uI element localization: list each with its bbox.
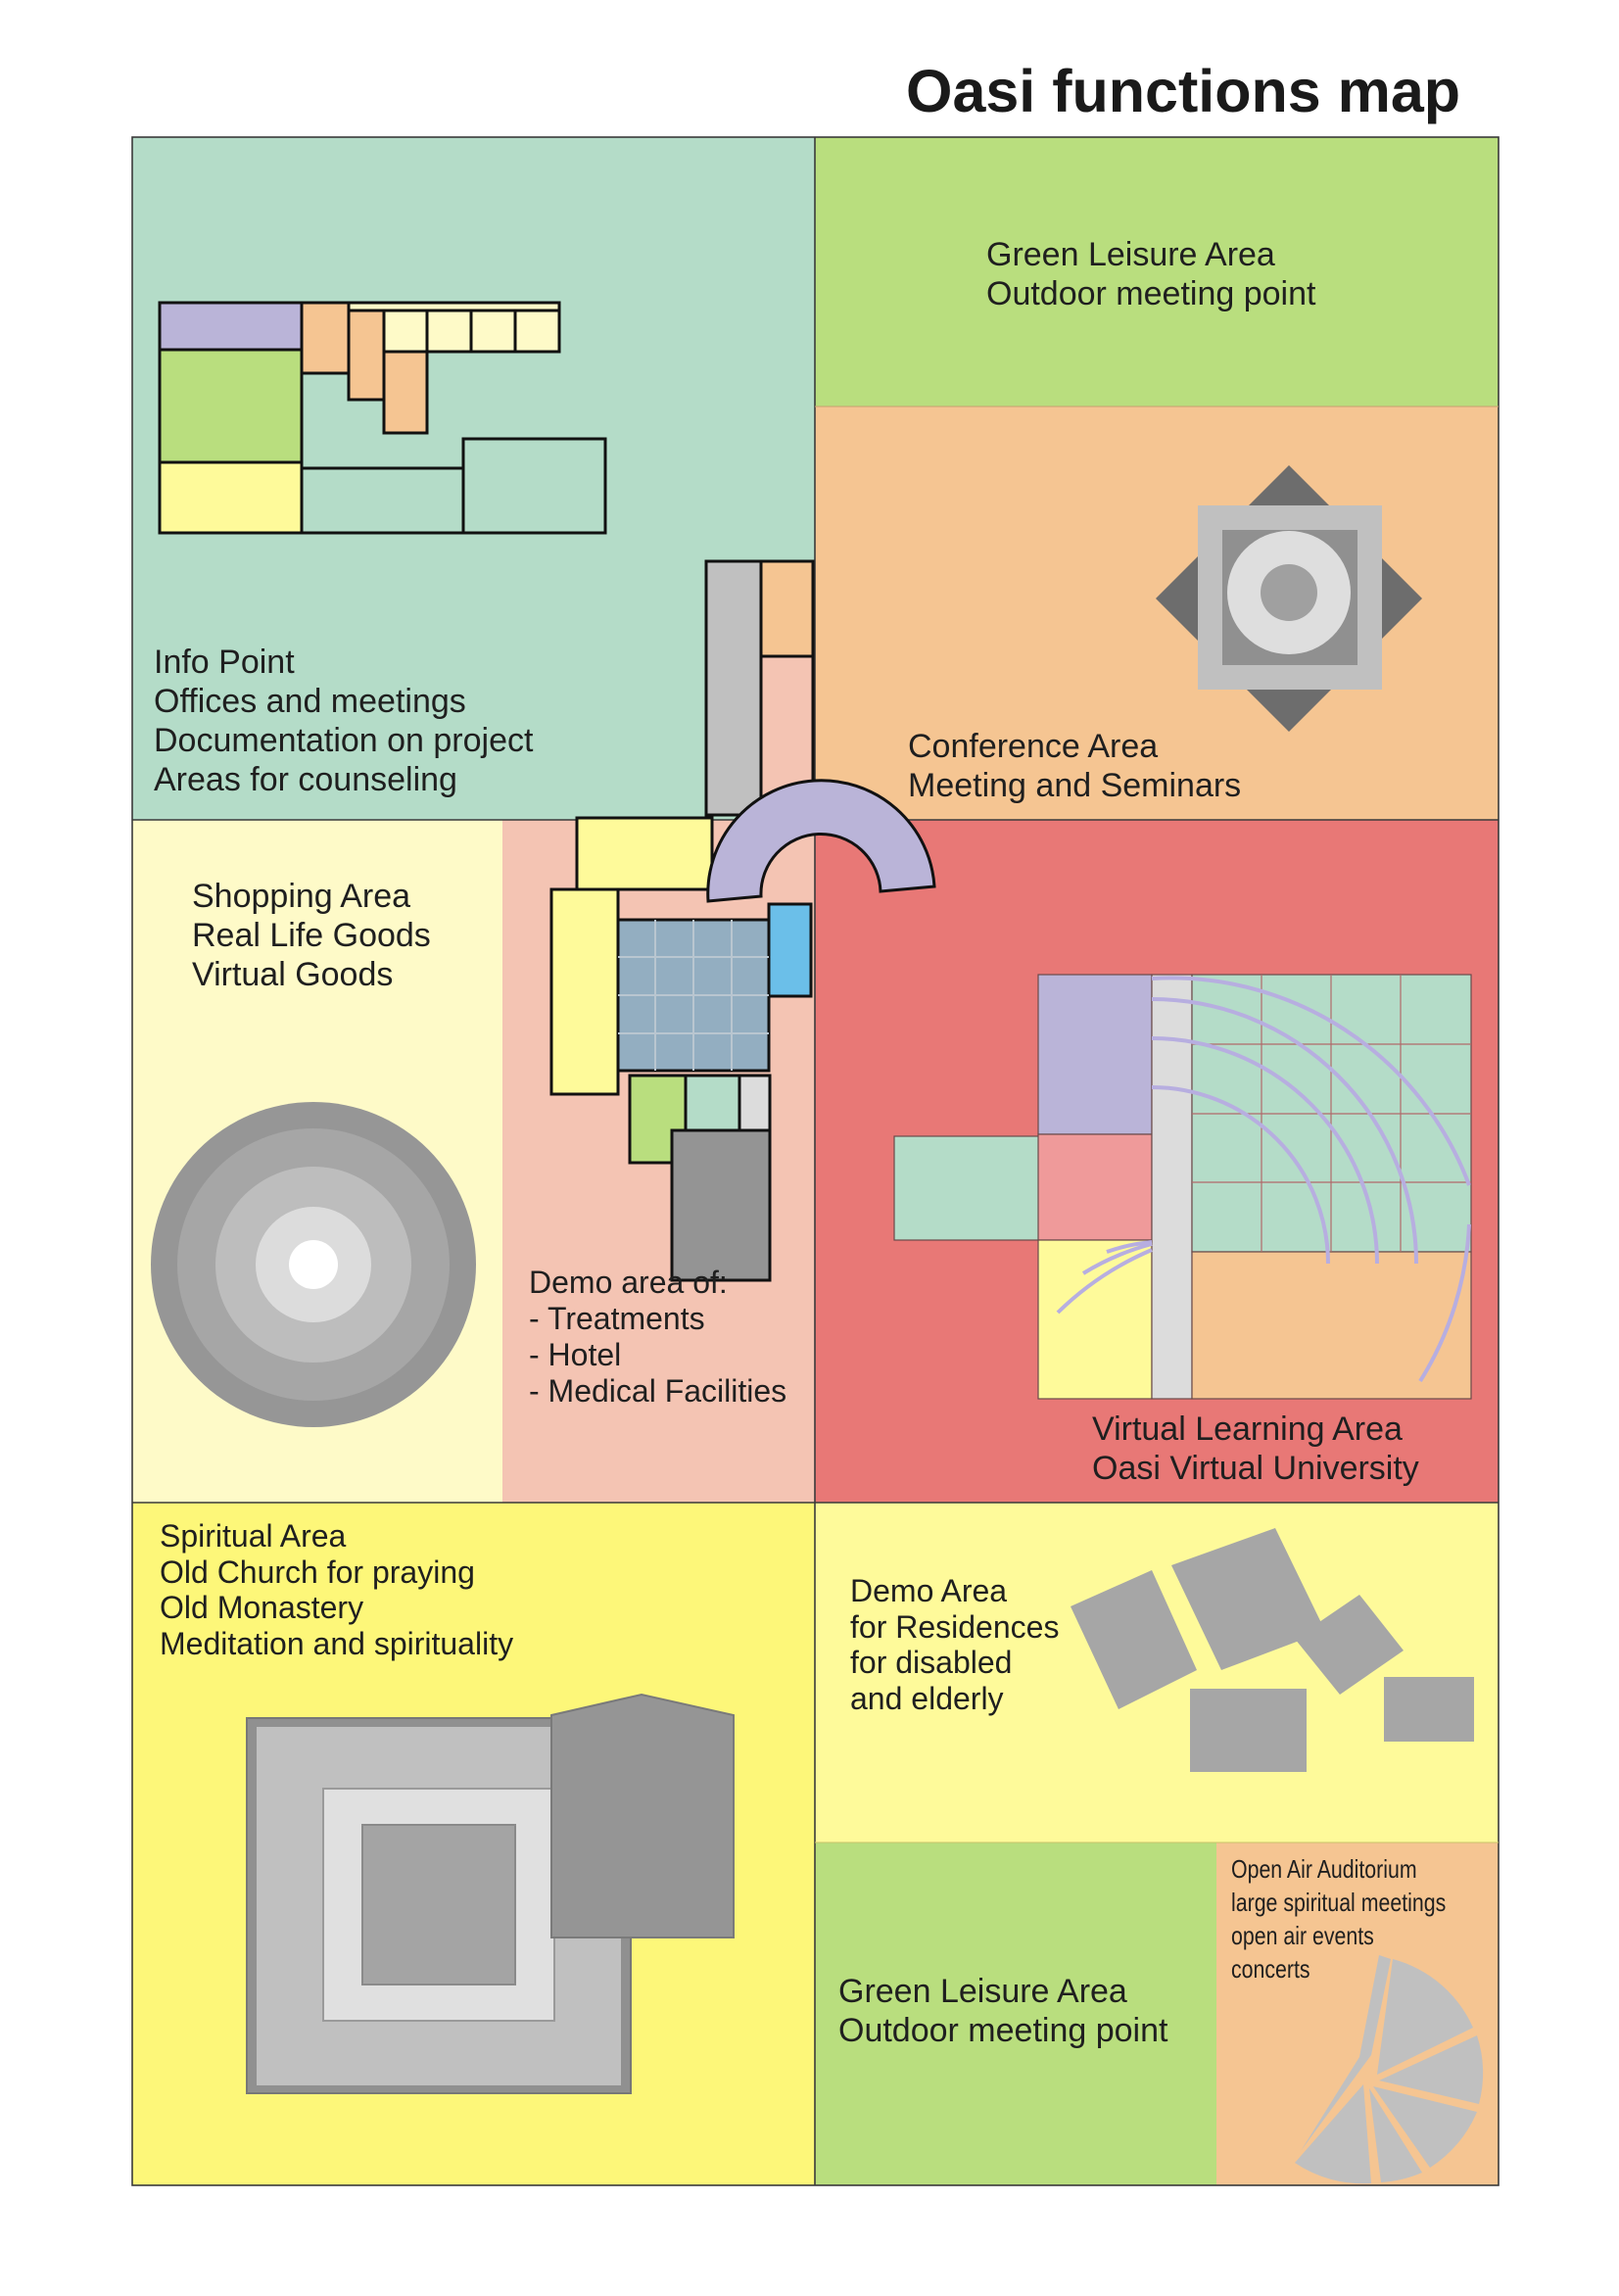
- spiritual-line: Spiritual Area: [160, 1518, 347, 1554]
- info-point-line: Offices and meetings: [154, 683, 466, 720]
- demo-treatments-line: - Treatments: [529, 1301, 705, 1336]
- open-air-line: Open Air Auditorium: [1231, 1854, 1417, 1884]
- virtual-learning-rings: [1056, 976, 1471, 1383]
- conference-symbol: [1156, 465, 1422, 732]
- shopping-line: Real Life Goods: [192, 917, 431, 954]
- green-leisure-bottom-line: Outdoor meeting point: [838, 2012, 1168, 2049]
- green-leisure-top-line: Green Leisure Area: [986, 236, 1275, 273]
- open-air-line: open air events: [1231, 1921, 1374, 1950]
- shopping-line: Virtual Goods: [192, 956, 394, 993]
- shopping-disc: [151, 1102, 476, 1427]
- shopping-line: Shopping Area: [192, 878, 411, 915]
- monastery-plan: [246, 1693, 735, 2094]
- spiritual-line: Old Monastery: [160, 1590, 364, 1625]
- green-leisure-top-line: Outdoor meeting point: [986, 275, 1316, 312]
- open-air-line: concerts: [1231, 1954, 1310, 1984]
- auditorium-fan: [1295, 1955, 1484, 2184]
- residence-blocks: [1071, 1528, 1474, 1772]
- spiritual-line: Meditation and spirituality: [160, 1625, 514, 1661]
- demo-treatments-line: - Medical Facilities: [529, 1373, 787, 1409]
- info-point-line: Info Point: [154, 644, 295, 681]
- shopping-label: Shopping Area Real Life Goods Virtual Go…: [192, 877, 431, 994]
- zone-grid: [131, 136, 1500, 2186]
- info-point-line: Areas for counseling: [154, 761, 457, 798]
- open-air-line: large spiritual meetings: [1231, 1888, 1447, 1917]
- conference-label: Conference Area Meeting and Seminars: [908, 727, 1241, 805]
- conference-line: Meeting and Seminars: [908, 767, 1242, 804]
- demo-residences-line: Demo Area: [850, 1573, 1008, 1608]
- demo-residences-line: for disabled: [850, 1645, 1013, 1680]
- demo-treatments-label: Demo area of: - Treatments - Hotel - Med…: [529, 1265, 786, 1410]
- central-building: [549, 559, 815, 1282]
- demo-residences-line: and elderly: [850, 1680, 1004, 1716]
- demo-treatments-line: - Hotel: [529, 1337, 622, 1372]
- demo-residences-label: Demo Area for Residences for disabled an…: [850, 1573, 1059, 1716]
- page-title: Oasi functions map: [906, 58, 1461, 124]
- demo-treatments-line: Demo area of:: [529, 1265, 728, 1300]
- info-point-label: Info Point Offices and meetings Document…: [154, 643, 533, 799]
- info-point-line: Documentation on project: [154, 722, 534, 759]
- zone-green-leisure-bottom: [815, 1842, 1216, 2185]
- virtual-learning-line: Virtual Learning Area: [1092, 1411, 1403, 1448]
- open-air-label: Open Air Auditorium large spiritual meet…: [1231, 1852, 1446, 1985]
- green-leisure-bottom-label: Green Leisure Area Outdoor meeting point: [838, 1972, 1167, 2050]
- virtual-learning-line: Oasi Virtual University: [1092, 1450, 1419, 1487]
- conference-arch: [706, 779, 936, 903]
- virtual-learning-label: Virtual Learning Area Oasi Virtual Unive…: [1092, 1410, 1419, 1488]
- zone-green-leisure-top: [815, 137, 1499, 407]
- green-leisure-top-label: Green Leisure Area Outdoor meeting point: [986, 235, 1315, 313]
- info-point-building: [158, 301, 607, 535]
- spiritual-label: Spiritual Area Old Church for praying Ol…: [160, 1518, 513, 1661]
- conference-line: Conference Area: [908, 728, 1159, 765]
- spiritual-line: Old Church for praying: [160, 1554, 475, 1590]
- demo-residences-line: for Residences: [850, 1608, 1060, 1645]
- central-grid-lines: [618, 920, 769, 1071]
- green-leisure-bottom-line: Green Leisure Area: [838, 1973, 1127, 2010]
